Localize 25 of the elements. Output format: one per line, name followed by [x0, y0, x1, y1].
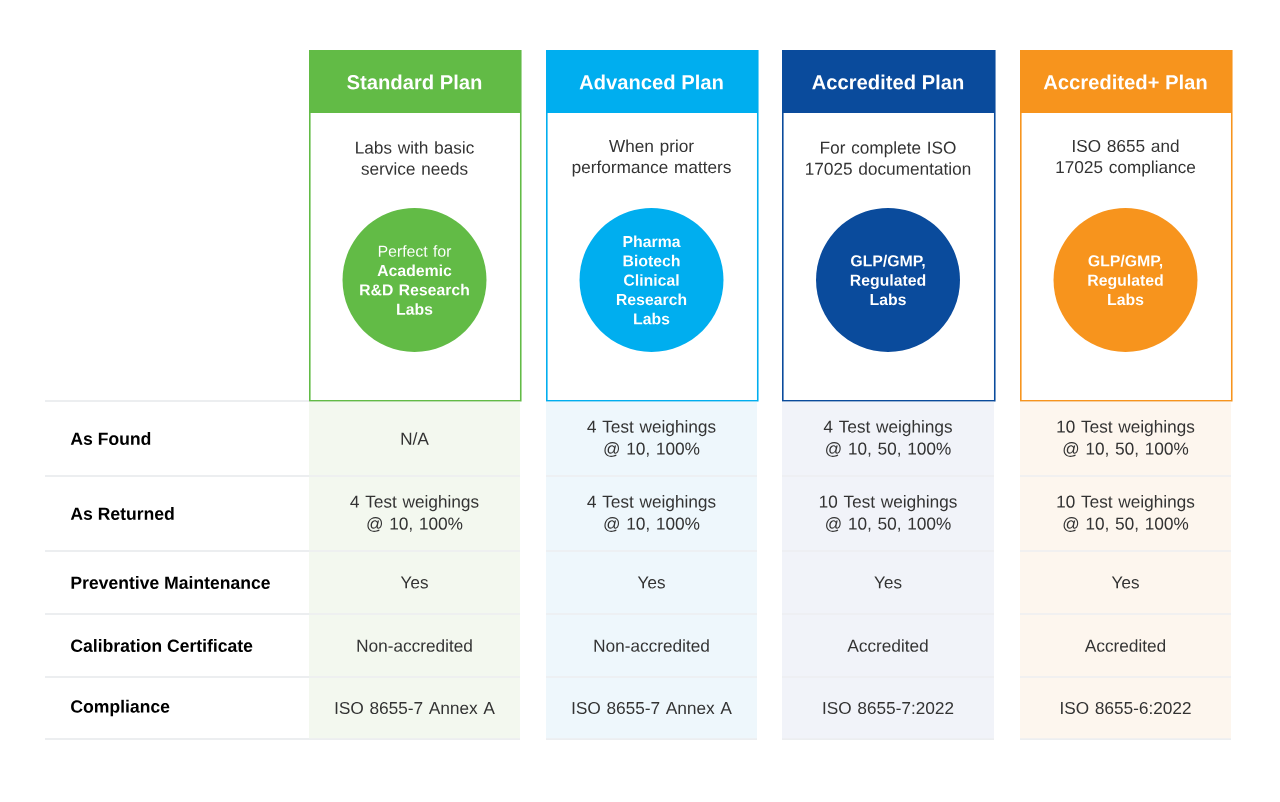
table-cell: Accredited	[1020, 614, 1231, 677]
table-cell: Accredited	[782, 614, 994, 677]
table-cell: 4 Test weighings @ 10, 100%	[546, 476, 757, 551]
table-cell: Yes	[309, 551, 520, 614]
table-cell: N/A	[309, 401, 520, 476]
table-cell: 4 Test weighings @ 10, 100%	[546, 401, 757, 476]
row-header: As Found	[70, 432, 151, 445]
table-cell: Yes	[1020, 551, 1231, 614]
table-cell: ISO 8655-7 Annex A	[309, 677, 520, 739]
table-cell: Non-accredited	[546, 614, 757, 677]
row-header: Compliance	[71, 699, 170, 717]
table-cell: Non-accredited	[309, 614, 520, 677]
row-header: Calibration Certificate	[71, 639, 253, 652]
table-cell: Yes	[546, 551, 757, 614]
row-header: As Returned	[70, 507, 174, 520]
table-cell: ISO 8655-7 Annex A	[546, 677, 757, 739]
table-cell: 10 Test weighings @ 10, 50, 100%	[1020, 401, 1231, 476]
table-cell: 10 Test weighings @ 10, 50, 100%	[782, 476, 994, 551]
table-cell: ISO 8655-6:2022	[1020, 677, 1231, 739]
table-cell: 10 Test weighings @ 10, 50, 100%	[1020, 476, 1231, 551]
table-cell: ISO 8655-7:2022	[782, 677, 994, 739]
table-cell: Yes	[782, 551, 994, 614]
table-cell: 4 Test weighings @ 10, 50, 100%	[782, 401, 994, 476]
row-header: Preventive Maintenance	[71, 576, 270, 589]
table-cell: 4 Test weighings @ 10, 100%	[309, 476, 520, 551]
